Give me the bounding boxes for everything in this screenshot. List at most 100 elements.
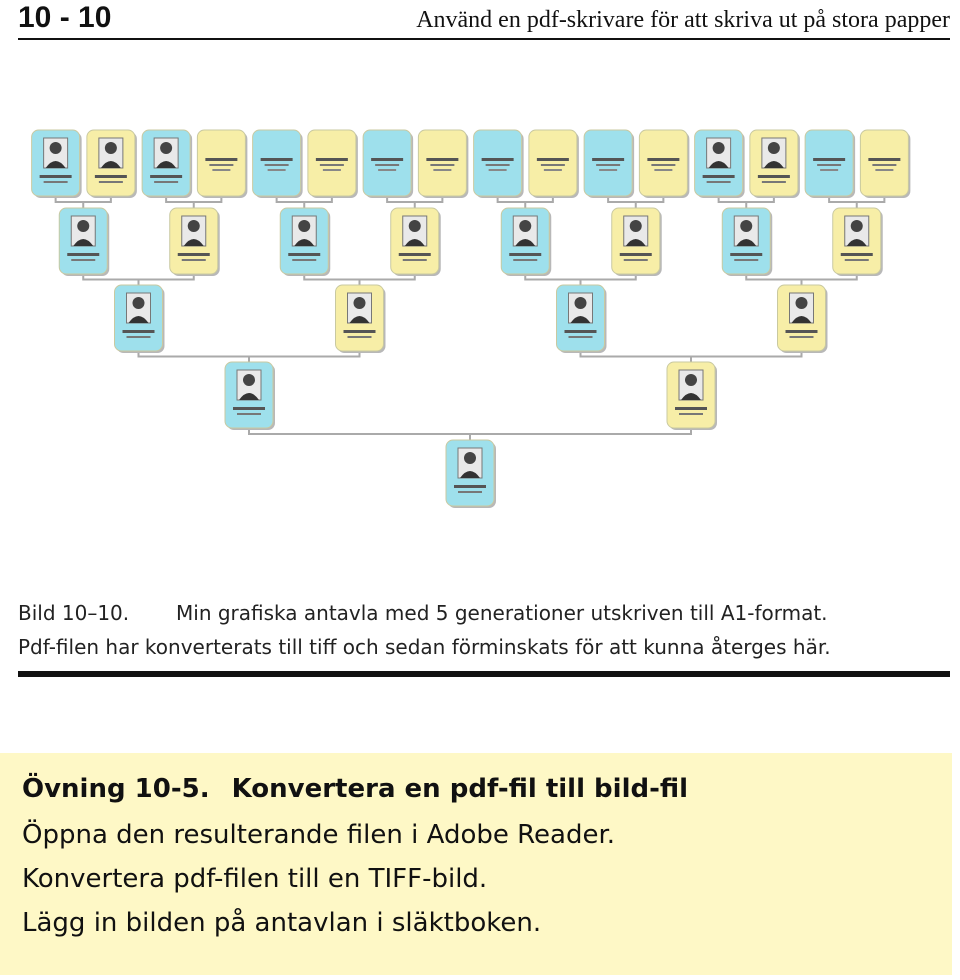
ancestor-card-female	[528, 129, 579, 198]
portrait-body-icon	[128, 316, 149, 323]
date-text-line	[154, 181, 179, 183]
name-text-line	[730, 253, 763, 256]
portrait-head-icon	[685, 374, 697, 386]
caption-line-1: Min grafiska antavla med 5 generationer …	[176, 601, 828, 625]
portrait-body-icon	[183, 239, 204, 246]
date-text-line	[237, 413, 261, 415]
name-text-line	[371, 158, 404, 161]
name-text-line	[39, 175, 72, 178]
ancestor-card-female	[390, 207, 441, 276]
ancestor-chart-figure	[31, 129, 911, 508]
date-text-line	[267, 169, 286, 171]
ancestor-card-female	[777, 284, 828, 353]
portrait-head-icon	[464, 452, 476, 464]
date-text-line	[126, 336, 151, 338]
connector-line	[275, 196, 333, 208]
portrait-head-icon	[243, 374, 255, 386]
ancestor-card-male	[362, 129, 414, 198]
name-text-line	[868, 158, 901, 161]
date-text-line	[322, 169, 341, 171]
connector-line	[828, 196, 886, 208]
ancestor-card-male	[694, 129, 745, 198]
date-text-line	[212, 169, 231, 171]
exercise-number: Övning 10-5.	[22, 774, 210, 804]
name-text-line	[426, 158, 459, 161]
portrait-body-icon	[349, 316, 370, 323]
date-text-line	[513, 259, 538, 261]
portrait-head-icon	[353, 297, 366, 309]
ancestor-card-female	[169, 207, 220, 276]
date-text-line	[789, 336, 814, 338]
connector-line	[745, 274, 858, 285]
exercise-title: Konvertera en pdf-fil till bild-fil	[231, 774, 689, 804]
date-text-line	[599, 169, 618, 171]
ancestor-card-female	[335, 284, 386, 353]
name-text-line	[757, 175, 790, 178]
date-text-line	[375, 164, 400, 166]
date-text-line	[875, 169, 894, 171]
portrait-head-icon	[519, 220, 532, 232]
date-text-line	[817, 164, 842, 166]
date-text-line	[734, 259, 759, 261]
date-text-line	[679, 413, 703, 415]
ancestor-card-female	[417, 129, 469, 198]
portrait-body-icon	[294, 239, 315, 246]
exercise-step-3: Lägg in bilden på antavlan i släktboken.	[22, 908, 542, 938]
card-box	[638, 129, 688, 197]
ancestor-card-female	[307, 129, 358, 198]
name-text-line	[150, 175, 183, 178]
date-text-line	[319, 164, 344, 166]
ancestor-card-female	[666, 361, 717, 430]
connector-line	[579, 351, 803, 362]
name-text-line	[481, 158, 514, 161]
portrait-head-icon	[132, 297, 145, 309]
name-text-line	[343, 330, 376, 333]
date-text-line	[568, 336, 593, 338]
connector-line	[496, 196, 554, 208]
connector-line	[607, 196, 665, 208]
card-box	[859, 129, 909, 197]
portrait-head-icon	[767, 142, 780, 154]
name-text-line	[315, 158, 348, 161]
date-text-line	[872, 164, 897, 166]
ancestor-card-male	[804, 129, 856, 198]
page-number: 10 - 10	[18, 1, 112, 34]
date-text-line	[71, 259, 96, 261]
portrait-body-icon	[625, 239, 646, 246]
card-box	[252, 129, 302, 197]
portrait-body-icon	[239, 393, 259, 400]
name-text-line	[702, 175, 735, 178]
ancestor-card-male	[31, 129, 82, 198]
portrait-body-icon	[846, 239, 867, 246]
connector-line	[524, 274, 637, 285]
name-text-line	[536, 158, 569, 161]
date-text-line	[43, 181, 68, 183]
name-text-line	[205, 158, 238, 161]
card-box	[804, 129, 854, 197]
caption-line-2: Pdf-filen har konverterats till tiff och…	[18, 635, 831, 659]
connector-line	[82, 274, 195, 285]
connector-line	[386, 196, 444, 208]
ancestor-card-male	[279, 207, 331, 276]
name-text-line	[619, 253, 652, 256]
exercise-steps: Öppna den resulterande filen i Adobe Rea…	[22, 813, 615, 945]
portrait-head-icon	[187, 220, 200, 232]
ancestor-card-male	[583, 129, 635, 198]
portrait-body-icon	[100, 161, 121, 168]
name-text-line	[288, 253, 321, 256]
portrait-body-icon	[681, 393, 701, 400]
ancestor-card-male	[224, 361, 275, 430]
date-text-line	[181, 259, 206, 261]
name-text-line	[509, 253, 542, 256]
name-text-line	[785, 330, 818, 333]
date-text-line	[543, 169, 562, 171]
name-text-line	[398, 253, 431, 256]
date-text-line	[430, 164, 455, 166]
ancestor-card-female	[638, 129, 690, 198]
card-box	[362, 129, 412, 197]
date-text-line	[458, 491, 482, 493]
date-text-line	[292, 259, 317, 261]
portrait-body-icon	[156, 161, 177, 168]
name-text-line	[564, 330, 597, 333]
figure-caption: Bild 10–10.Min grafiska antavla med 5 ge…	[18, 596, 948, 664]
